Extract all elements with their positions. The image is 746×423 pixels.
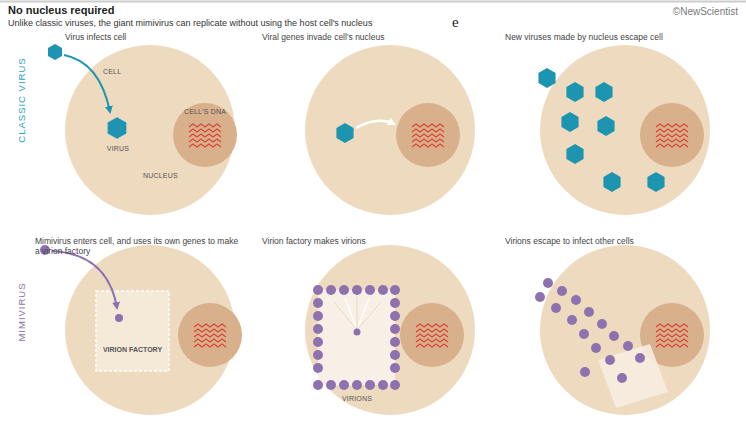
panel-heading: Mimivirus enters cell, and uses its own … [35,236,240,256]
text-holder: CELL [103,68,143,76]
dna-label: CELL'S DNA [173,108,237,116]
text-holder: VIRIONS [330,395,384,403]
virion-dot [339,380,349,390]
virion-dot [390,363,400,373]
node-shape [96,291,169,371]
text-holder: Mimivirus enters cell, and uses its own … [35,236,240,256]
virion-dot [352,380,362,390]
stray-letter: e [452,14,459,31]
node-shape [65,45,235,215]
text-holder: NUCLEUS [143,172,203,180]
text-holder: e [452,14,459,31]
cell-panel: Viral genes invade cell's nucleus [275,30,505,220]
virion-dot [390,298,400,308]
virion-dot [390,337,400,347]
node-shape [540,245,710,415]
text-holder: CELL'S DNA [173,108,237,116]
node-shape [65,245,235,415]
virion-dot [326,380,336,390]
virion-dot [313,324,323,334]
virion-dot [365,285,375,295]
panel-heading: Virus infects cell [65,32,245,42]
virion-dot [313,311,323,321]
copyright: ©NewScientist [650,6,738,17]
nucleus-label: NUCLEUS [143,172,203,180]
node-shape [305,245,475,415]
virion-dot [390,285,400,295]
virion-dot [313,380,323,390]
virion-dot [313,285,323,295]
virion-dot [390,350,400,360]
text-holder: Virions escape to infect other cells [505,236,640,246]
text-holder: Virion factory makes virions [262,236,372,246]
cell-label: CELL [103,68,143,76]
text-holder: Virus infects cell [65,32,245,42]
node-shape [540,45,710,215]
virion-dot [352,285,362,295]
node-outline [510,30,740,220]
virion-dot [339,285,349,295]
virion-dot [390,380,400,390]
title: No nucleus required [8,4,114,16]
virion-dot [378,285,388,295]
virion-dot [313,337,323,347]
factory-label: VIRION FACTORY [101,346,164,354]
text-holder: VIRION FACTORY [101,346,164,354]
text-holder: New viruses made by nucleus escape cell [505,32,725,42]
subtitle: Unlike classic viruses, the giant mimivi… [8,18,372,28]
node-shape [305,45,475,215]
nucleus: CELL'S DNANUCLEUS [173,103,237,167]
text-holder: No nucleus required [8,4,114,16]
panel-heading: Virions escape to infect other cells [505,236,640,246]
virus-label: VIRUS [100,145,136,153]
virion-factory: VIRION FACTORY [95,290,170,372]
text-holder: ©NewScientist [650,6,738,17]
text-holder: VIRUS [100,145,136,153]
node-shape [173,103,237,167]
virion-dot [390,324,400,334]
virion-dot [390,311,400,321]
panel-heading: New viruses made by nucleus escape cell [505,32,725,42]
cell-panel: Virus infects cellCELLCELL'S DNANUCLEUS [35,30,265,220]
node-outline [275,30,505,220]
text-holder: Unlike classic viruses, the giant mimivi… [8,18,372,28]
panel-heading: Viral genes invade cell's nucleus [262,32,462,42]
virion-dot [365,380,375,390]
text-holder: Viral genes invade cell's nucleus [262,32,462,42]
virion-dot [326,285,336,295]
node-outline [95,290,170,372]
row-label: CLASSIC VIRUS [16,50,27,150]
virion-dot [313,363,323,373]
cell-panel: New viruses made by nucleus escape cell [510,30,740,220]
text-holder: MIMIVIRUS [16,262,28,362]
panel-heading: Virion factory makes virions [262,236,372,246]
text-holder: CLASSIC VIRUS [16,50,28,150]
virions-label: VIRIONS [330,395,384,403]
virion-dot [313,350,323,360]
virion-dot [378,380,388,390]
row-label: MIMIVIRUS [16,262,27,362]
virion-dot [313,298,323,308]
